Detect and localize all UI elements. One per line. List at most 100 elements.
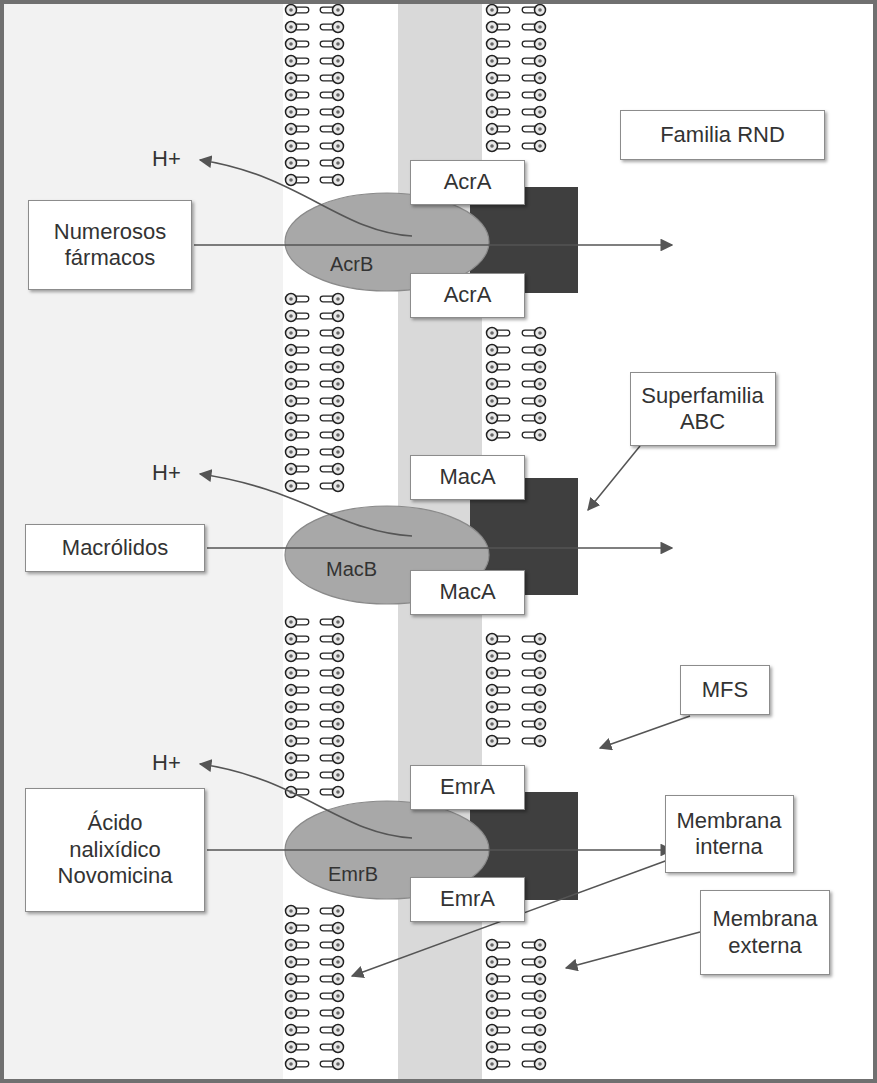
phospholipid [286, 651, 309, 662]
lipid-tail [320, 449, 333, 455]
phospholipid [522, 702, 545, 713]
lipid-head-dot [336, 348, 340, 352]
lipid-tail [522, 143, 535, 149]
phospholipid [487, 668, 510, 679]
lipid-head [286, 39, 297, 50]
lipid-head [333, 90, 344, 101]
lipid-head [535, 345, 546, 356]
lipid-tail [296, 449, 309, 455]
lipid-head-dot [538, 739, 542, 743]
lipid-head-dot [289, 331, 293, 335]
lipid-head [333, 22, 344, 33]
lipid-head-dot [490, 637, 494, 641]
lipid-head-dot [538, 8, 542, 12]
lipid-head [487, 73, 498, 84]
lipid-head-dot [490, 382, 494, 386]
phospholipid [286, 22, 309, 33]
lipid-head [535, 1008, 546, 1019]
box-text: MFS [702, 677, 748, 703]
lipid-head-dot [336, 705, 340, 709]
lipid-head-dot [336, 1011, 340, 1015]
phospholipid [320, 22, 343, 33]
lipid-tail [320, 364, 333, 370]
phospholipid [522, 328, 545, 339]
lipid-tail [320, 296, 333, 302]
lipid-head [333, 1059, 344, 1070]
lipid-head-dot [538, 722, 542, 726]
lipid-tail [296, 1061, 309, 1067]
adaptor-protein-box: EmrA [410, 877, 525, 922]
lipid-tail [320, 687, 333, 693]
phospholipid [286, 56, 309, 67]
phospholipid [320, 379, 343, 390]
lipid-head-dot [490, 654, 494, 658]
lipid-head [286, 141, 297, 152]
lipid-tail [497, 7, 510, 13]
lipid-head-dot [289, 688, 293, 692]
lipid-head [535, 974, 546, 985]
leader-arrow [588, 446, 640, 510]
lipid-tail [296, 789, 309, 795]
lipid-head-dot [538, 348, 542, 352]
lipid-head-dot [538, 416, 542, 420]
lipid-tail [296, 1010, 309, 1016]
lipid-head-dot [289, 1011, 293, 1015]
box-text: AcrA [444, 282, 492, 308]
protein-name: AcrB [330, 252, 373, 276]
lipid-head-dot [538, 994, 542, 998]
lipid-tail [522, 653, 535, 659]
lipid-head [286, 974, 297, 985]
lipid-head [535, 22, 546, 33]
lipid-head [286, 668, 297, 679]
lipid-head-dot [490, 688, 494, 692]
phospholipid [320, 634, 343, 645]
phospholipid [487, 107, 510, 118]
lipid-head [333, 668, 344, 679]
lipid-head [333, 362, 344, 373]
phospholipid [320, 56, 343, 67]
phospholipid [487, 702, 510, 713]
lipid-head-dot [490, 671, 494, 675]
lipid-head-dot [289, 739, 293, 743]
lipid-tail [320, 1044, 333, 1050]
adaptor-protein-box: AcrA [410, 273, 525, 318]
lipid-head-dot [289, 620, 293, 624]
lipid-tail [522, 976, 535, 982]
phospholipid [522, 430, 545, 441]
lipid-head-dot [289, 994, 293, 998]
lipid-tail [320, 415, 333, 421]
phospholipid [286, 940, 309, 951]
lipid-head-dot [336, 756, 340, 760]
box-text: MacA [439, 579, 495, 605]
lipid-head [487, 974, 498, 985]
lipid-head-dot [289, 8, 293, 12]
lipid-head-dot [336, 1062, 340, 1066]
phospholipid [286, 124, 309, 135]
lipid-head [333, 413, 344, 424]
lipid-tail [497, 432, 510, 438]
lipid-tail [497, 41, 510, 47]
lipid-tail [296, 415, 309, 421]
lipid-head [286, 73, 297, 84]
efflux-arrow [207, 547, 672, 549]
lipid-head [333, 481, 344, 492]
lipid-tail [522, 126, 535, 132]
phospholipid [522, 362, 545, 373]
lipid-head [333, 617, 344, 628]
box-text: EmrA [440, 774, 495, 800]
lipid-head-dot [289, 314, 293, 318]
lipid-tail [522, 7, 535, 13]
lipid-tail [522, 1061, 535, 1067]
lipid-head [535, 90, 546, 101]
phospholipid [286, 141, 309, 152]
lipid-tail [497, 670, 510, 676]
lipid-tail [320, 942, 333, 948]
lipid-head-dot [336, 161, 340, 165]
lipid-tail [296, 58, 309, 64]
lipid-head-dot [490, 93, 494, 97]
lipid-tail [497, 1044, 510, 1050]
lipid-head-dot [490, 348, 494, 352]
lipid-head-dot [336, 93, 340, 97]
protein-name: MacB [326, 557, 377, 581]
